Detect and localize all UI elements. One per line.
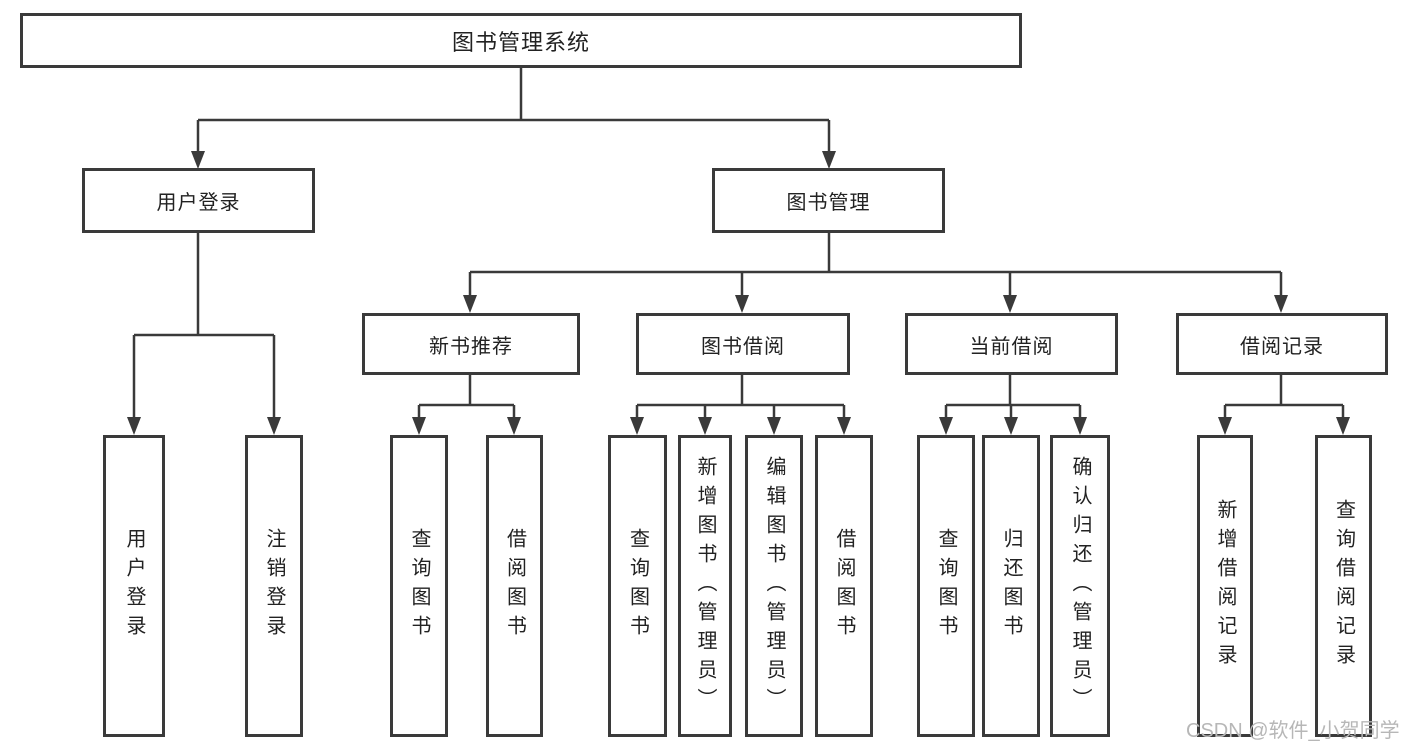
node-label: 图书借阅 [701, 335, 785, 358]
leaf-label: 查询借阅记录 [1332, 499, 1355, 673]
node-label: 当前借阅 [969, 335, 1054, 358]
leaf-borrow-books: 借阅图书 [815, 435, 873, 737]
leaf-label: 查询图书 [408, 528, 430, 644]
leaf-query-borrow-record: 查询借阅记录 [1315, 435, 1372, 737]
node-label: 图书管理 [786, 192, 871, 214]
leaf-borrow-books-recommend: 借阅图书 [486, 435, 543, 737]
leaf-label: 借阅图书 [503, 528, 526, 644]
leaf-add-books-admin: 新增图书（管理员） [678, 435, 732, 737]
node-book-borrow: 图书借阅 [636, 313, 850, 375]
leaf-label: 用户登录 [123, 528, 145, 644]
leaf-label: 新增图书（管理员） [694, 455, 716, 717]
node-borrow-record: 借阅记录 [1176, 313, 1388, 375]
csdn-watermark: CSDN @软件_小贺同学 [1186, 720, 1400, 742]
node-label: 图书管理系统 [451, 29, 590, 55]
leaf-query-books-recommend: 查询图书 [390, 435, 448, 737]
node-book-management: 图书管理 [712, 168, 945, 233]
node-new-book-recommend: 新书推荐 [362, 313, 580, 375]
node-library-management-system: 图书管理系统 [20, 13, 1022, 68]
leaf-label: 确认归还（管理员） [1069, 455, 1091, 717]
leaf-label: 借阅图书 [833, 528, 855, 644]
leaf-label: 查询图书 [626, 528, 649, 644]
leaf-label: 注销登录 [263, 528, 285, 644]
leaf-label: 新增借阅记录 [1214, 499, 1236, 673]
leaf-label: 查询图书 [935, 528, 957, 644]
leaf-return-books: 归还图书 [982, 435, 1040, 737]
node-current-borrow: 当前借阅 [905, 313, 1118, 375]
leaf-label: 归还图书 [1000, 528, 1022, 644]
leaf-edit-books-admin: 编辑图书（管理员） [745, 435, 803, 737]
leaf-query-books-borrow: 查询图书 [608, 435, 667, 737]
leaf-add-borrow-record: 新增借阅记录 [1197, 435, 1253, 737]
node-label: 借阅记录 [1240, 335, 1324, 358]
leaf-confirm-return-admin: 确认归还（管理员） [1050, 435, 1110, 737]
leaf-user-login: 用户登录 [103, 435, 165, 737]
node-user-login: 用户登录 [82, 168, 315, 233]
leaf-label: 编辑图书（管理员） [763, 455, 785, 717]
leaf-logout: 注销登录 [245, 435, 303, 737]
leaf-query-books-current: 查询图书 [917, 435, 975, 737]
node-label: 用户登录 [156, 192, 241, 214]
node-label: 新书推荐 [429, 335, 513, 358]
